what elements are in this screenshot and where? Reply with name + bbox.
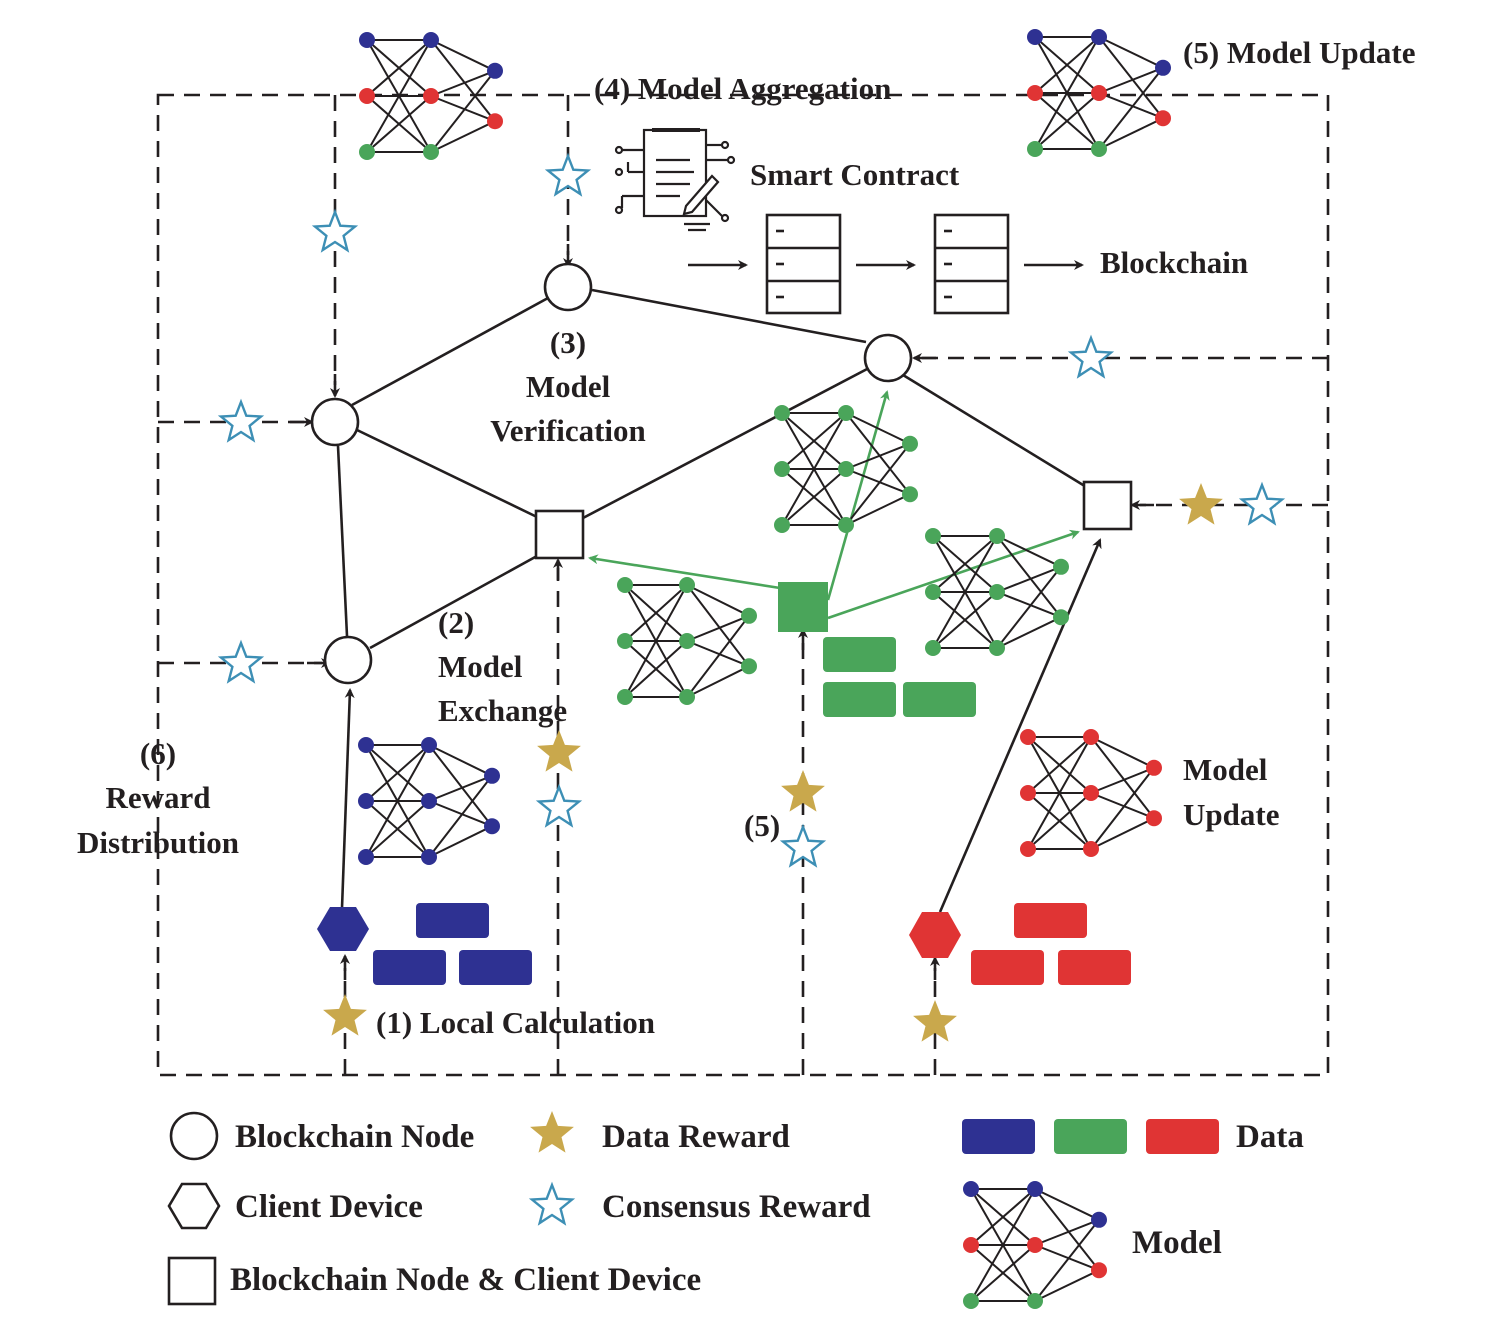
legend-data-blue	[962, 1119, 1035, 1154]
data-blocks-red	[971, 903, 1131, 985]
legend-blockchain-node-icon	[169, 1111, 219, 1161]
blockchain-node-left-lower	[323, 635, 373, 685]
consensus-reward-icon	[1067, 334, 1115, 379]
model-update-label-line2: Update	[1183, 797, 1279, 832]
smart-contract-icon	[614, 128, 736, 232]
client-device-blue	[317, 907, 369, 951]
verification-label-line2: Verification	[490, 413, 646, 448]
model-icon-top-left	[359, 32, 503, 160]
network-edges	[336, 260, 1102, 913]
legend-blockchain-node-label: Blockchain Node	[235, 1119, 474, 1155]
model-icon-green-left	[617, 577, 757, 705]
model-icon-red	[1020, 729, 1162, 857]
client-device-red	[909, 912, 961, 958]
reward-icons	[217, 152, 1286, 1226]
legend-data-red	[1146, 1119, 1219, 1154]
diagram-labels: (1) Local Calculation (2) Model Exchange…	[77, 35, 1415, 1040]
reward-label-line1: Reward	[105, 780, 210, 815]
local-calculation-label: (1) Local Calculation	[376, 1005, 655, 1040]
consensus-reward-icon	[779, 823, 827, 868]
blockchain-node-left-upper	[310, 397, 360, 447]
update-step-number: (5)	[744, 808, 780, 843]
blockchain-node-right	[863, 333, 913, 383]
legend-consensus-reward-icon	[528, 1181, 576, 1226]
legend-data-reward-icon	[530, 1111, 574, 1153]
blockchain-ledger	[765, 213, 1010, 315]
model-icon-blue	[358, 737, 500, 865]
data-blocks-green	[823, 637, 976, 717]
node-and-client-right	[1082, 480, 1133, 531]
node-and-client-center	[534, 509, 585, 560]
legend-data-label: Data	[1236, 1119, 1304, 1155]
model-icon-top-right	[1027, 29, 1171, 157]
exchange-step-number: (2)	[438, 605, 474, 640]
consensus-reward-icon	[1238, 481, 1286, 526]
data-reward-icon	[781, 770, 825, 812]
blockchain-nodes	[310, 262, 1133, 685]
verification-step-number: (3)	[550, 325, 586, 360]
ledger-block-icon	[765, 213, 842, 315]
legend-data-reward-label: Data Reward	[602, 1119, 790, 1155]
client-device-green	[778, 582, 828, 632]
legend-node-and-client-icon	[167, 1256, 217, 1306]
legend-node-and-client-label: Blockchain Node & Client Device	[230, 1262, 701, 1298]
model-icon-green-right	[925, 528, 1069, 656]
legend: Blockchain Node Client Device Blockchain…	[167, 1111, 1304, 1306]
consensus-reward-icon	[311, 208, 359, 253]
data-reward-icon	[913, 1000, 957, 1042]
data-reward-icon	[1179, 483, 1223, 525]
legend-data-green	[1054, 1119, 1127, 1154]
data-reward-icon	[537, 730, 581, 772]
model-icon-green-upper	[774, 405, 918, 533]
exchange-label-line1: Model	[438, 649, 523, 684]
consensus-reward-icon	[535, 783, 583, 828]
reward-step-number: (6)	[140, 736, 176, 771]
data-blocks-blue	[373, 903, 532, 985]
aggregation-label: (4) Model Aggregation	[594, 71, 891, 106]
verification-label-line1: Model	[526, 369, 611, 404]
legend-client-device-icon	[167, 1182, 221, 1230]
dashed-arrowheads	[290, 244, 1154, 980]
model-update-top-label: (5) Model Update	[1183, 35, 1415, 70]
smart-contract-label: Smart Contract	[750, 157, 960, 192]
legend-model-label: Model	[1132, 1225, 1222, 1261]
model-update-label-line1: Model	[1183, 752, 1268, 787]
blockchain-label: Blockchain	[1100, 245, 1248, 280]
consensus-reward-icon	[217, 398, 265, 443]
legend-consensus-reward-label: Consensus Reward	[602, 1189, 871, 1225]
ledger-block-icon	[933, 213, 1010, 315]
blockchain-node-top	[543, 262, 593, 312]
exchange-label-line2: Exchange	[438, 693, 567, 728]
data-reward-icon	[323, 994, 367, 1036]
legend-client-device-label: Client Device	[235, 1189, 423, 1225]
legend-model-icon	[963, 1181, 1107, 1309]
model-icons	[358, 29, 1171, 1309]
consensus-reward-icon	[217, 639, 265, 684]
consensus-reward-icon	[544, 152, 592, 197]
reward-label-line2: Distribution	[77, 825, 239, 860]
